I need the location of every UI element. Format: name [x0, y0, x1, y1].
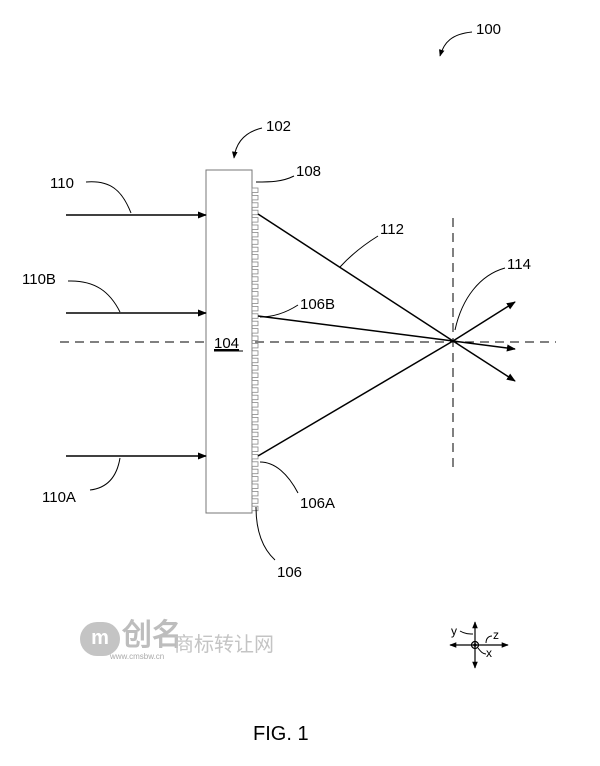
grating-element	[251, 224, 259, 230]
grating-element	[251, 268, 259, 275]
grating-element	[251, 254, 259, 260]
grating-element	[251, 209, 259, 216]
label-110: 110	[50, 175, 74, 192]
grating-element	[251, 379, 259, 386]
ray-bottom	[257, 340, 454, 457]
grating-element	[251, 461, 259, 467]
grating-element	[251, 239, 259, 245]
grating-element	[251, 291, 259, 297]
coordinate-axes	[449, 621, 509, 669]
grating-element	[251, 446, 259, 452]
substrate-104	[205, 169, 253, 514]
grating-106	[251, 187, 259, 512]
grating-element	[251, 187, 259, 193]
axis-label-x: x	[486, 646, 492, 660]
grating-element	[251, 320, 259, 327]
grating-element	[251, 453, 259, 460]
grating-element	[251, 468, 259, 475]
out-ray-mid	[452, 340, 516, 352]
out-ray-up	[452, 301, 516, 342]
label-112: 112	[380, 221, 404, 238]
grating-element	[251, 439, 259, 445]
grating-element	[251, 231, 259, 238]
label-110a: 110A	[42, 489, 76, 506]
grating-element	[251, 498, 259, 504]
watermark-tagline: 商标转让网	[174, 634, 274, 656]
grating-element	[251, 372, 259, 378]
grating-element	[251, 335, 259, 341]
grating-element	[251, 298, 259, 304]
grating-element	[251, 424, 259, 430]
label-110b: 110B	[22, 271, 56, 288]
grating-element	[251, 409, 259, 415]
grating-element	[251, 305, 259, 312]
watermark-logo: m	[80, 622, 120, 656]
label-106: 106	[277, 564, 302, 581]
grating-element	[251, 313, 259, 319]
label-108: 108	[296, 163, 321, 180]
grating-element	[251, 490, 259, 497]
label-106a: 106A	[300, 495, 335, 512]
grating-element	[251, 402, 259, 408]
grating-element	[251, 342, 259, 349]
watermark-url: www.cmsbw.cn	[110, 652, 165, 661]
grating-element	[251, 202, 259, 208]
grating-element	[251, 365, 259, 371]
grating-element	[251, 246, 259, 253]
grating-element	[251, 483, 259, 489]
out-ray-down	[452, 340, 516, 382]
grating-element	[251, 261, 259, 267]
label-106b: 106B	[300, 296, 335, 313]
grating-element	[251, 416, 259, 423]
axis-label-z: z	[493, 628, 499, 642]
label-102: 102	[266, 118, 291, 135]
label-114: 114	[507, 256, 531, 273]
leader-lines	[67, 31, 506, 561]
grating-element	[251, 476, 259, 482]
grating-element	[251, 328, 259, 334]
grating-element	[251, 505, 259, 512]
ray-top	[257, 213, 454, 342]
grating-element	[251, 283, 259, 290]
axis-label-y: y	[451, 624, 457, 638]
grating-element	[251, 276, 259, 282]
grating-element	[251, 350, 259, 356]
label-104: 104	[214, 335, 239, 352]
figure-caption: FIG. 1	[253, 723, 309, 745]
ray-middle	[257, 315, 454, 342]
grating-element	[251, 357, 259, 364]
grating-element	[251, 217, 259, 223]
label-100: 100	[476, 21, 501, 38]
grating-element	[251, 387, 259, 393]
grating-element	[251, 194, 259, 201]
grating-element	[251, 431, 259, 438]
grating-element	[251, 394, 259, 401]
watermark-brand: 创名	[122, 619, 182, 652]
